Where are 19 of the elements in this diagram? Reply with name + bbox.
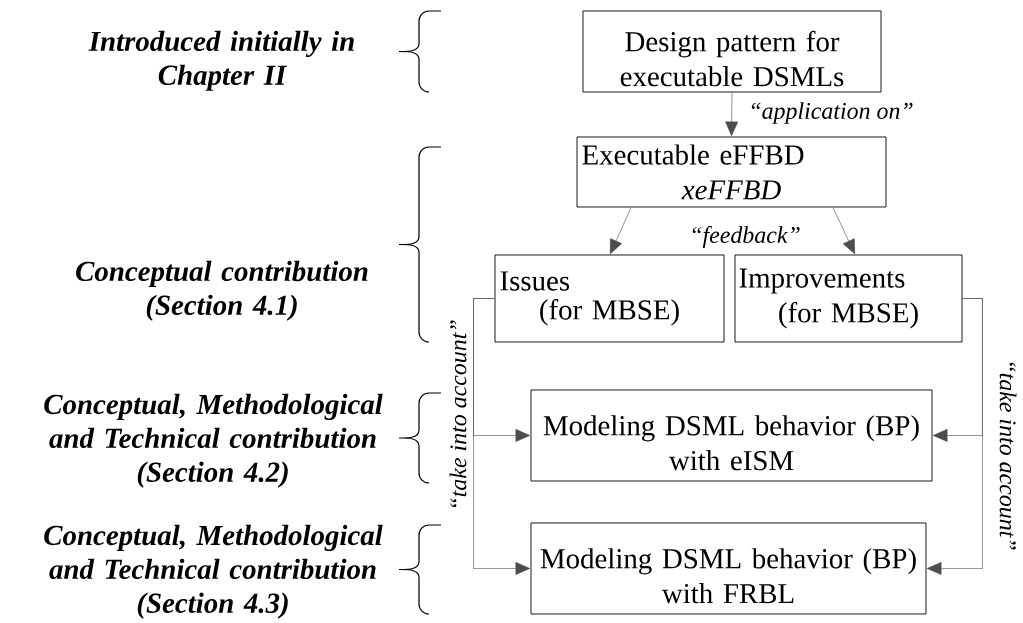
section-note: Conceptual, Methodological and Technical contribution (Section 4.2) — [44, 393, 383, 488]
edge-label: “take into account” — [999, 362, 1017, 550]
edge-label: “application on” — [751, 102, 913, 124]
arrow — [926, 298, 983, 575]
section-note: Conceptual contribution (Section 4.1) — [76, 260, 368, 321]
section-note: Conceptual, Methodological and Technical contribution (Section 4.3) — [44, 524, 383, 619]
process-box: Executable eFFBD xeFFBD — [576, 136, 887, 208]
arrow — [610, 207, 632, 255]
arrow — [473, 298, 531, 575]
section-note: Introduced initially in Chapter II — [88, 30, 354, 91]
process-box: Improvements (for MBSE) — [734, 254, 963, 343]
process-box: Issues (for MBSE) — [494, 254, 725, 343]
process-box: Modeling DSML behavior (BP) with FRBL — [530, 522, 927, 615]
edge-label: “take into account” — [449, 320, 467, 508]
process-box: Design pattern for executable DSMLs — [582, 10, 882, 93]
arrow — [725, 92, 739, 137]
process-box: Modeling DSML behavior (BP) with eISM — [530, 389, 933, 482]
arrow — [832, 207, 855, 255]
edge-label: “feedback” — [692, 226, 800, 248]
